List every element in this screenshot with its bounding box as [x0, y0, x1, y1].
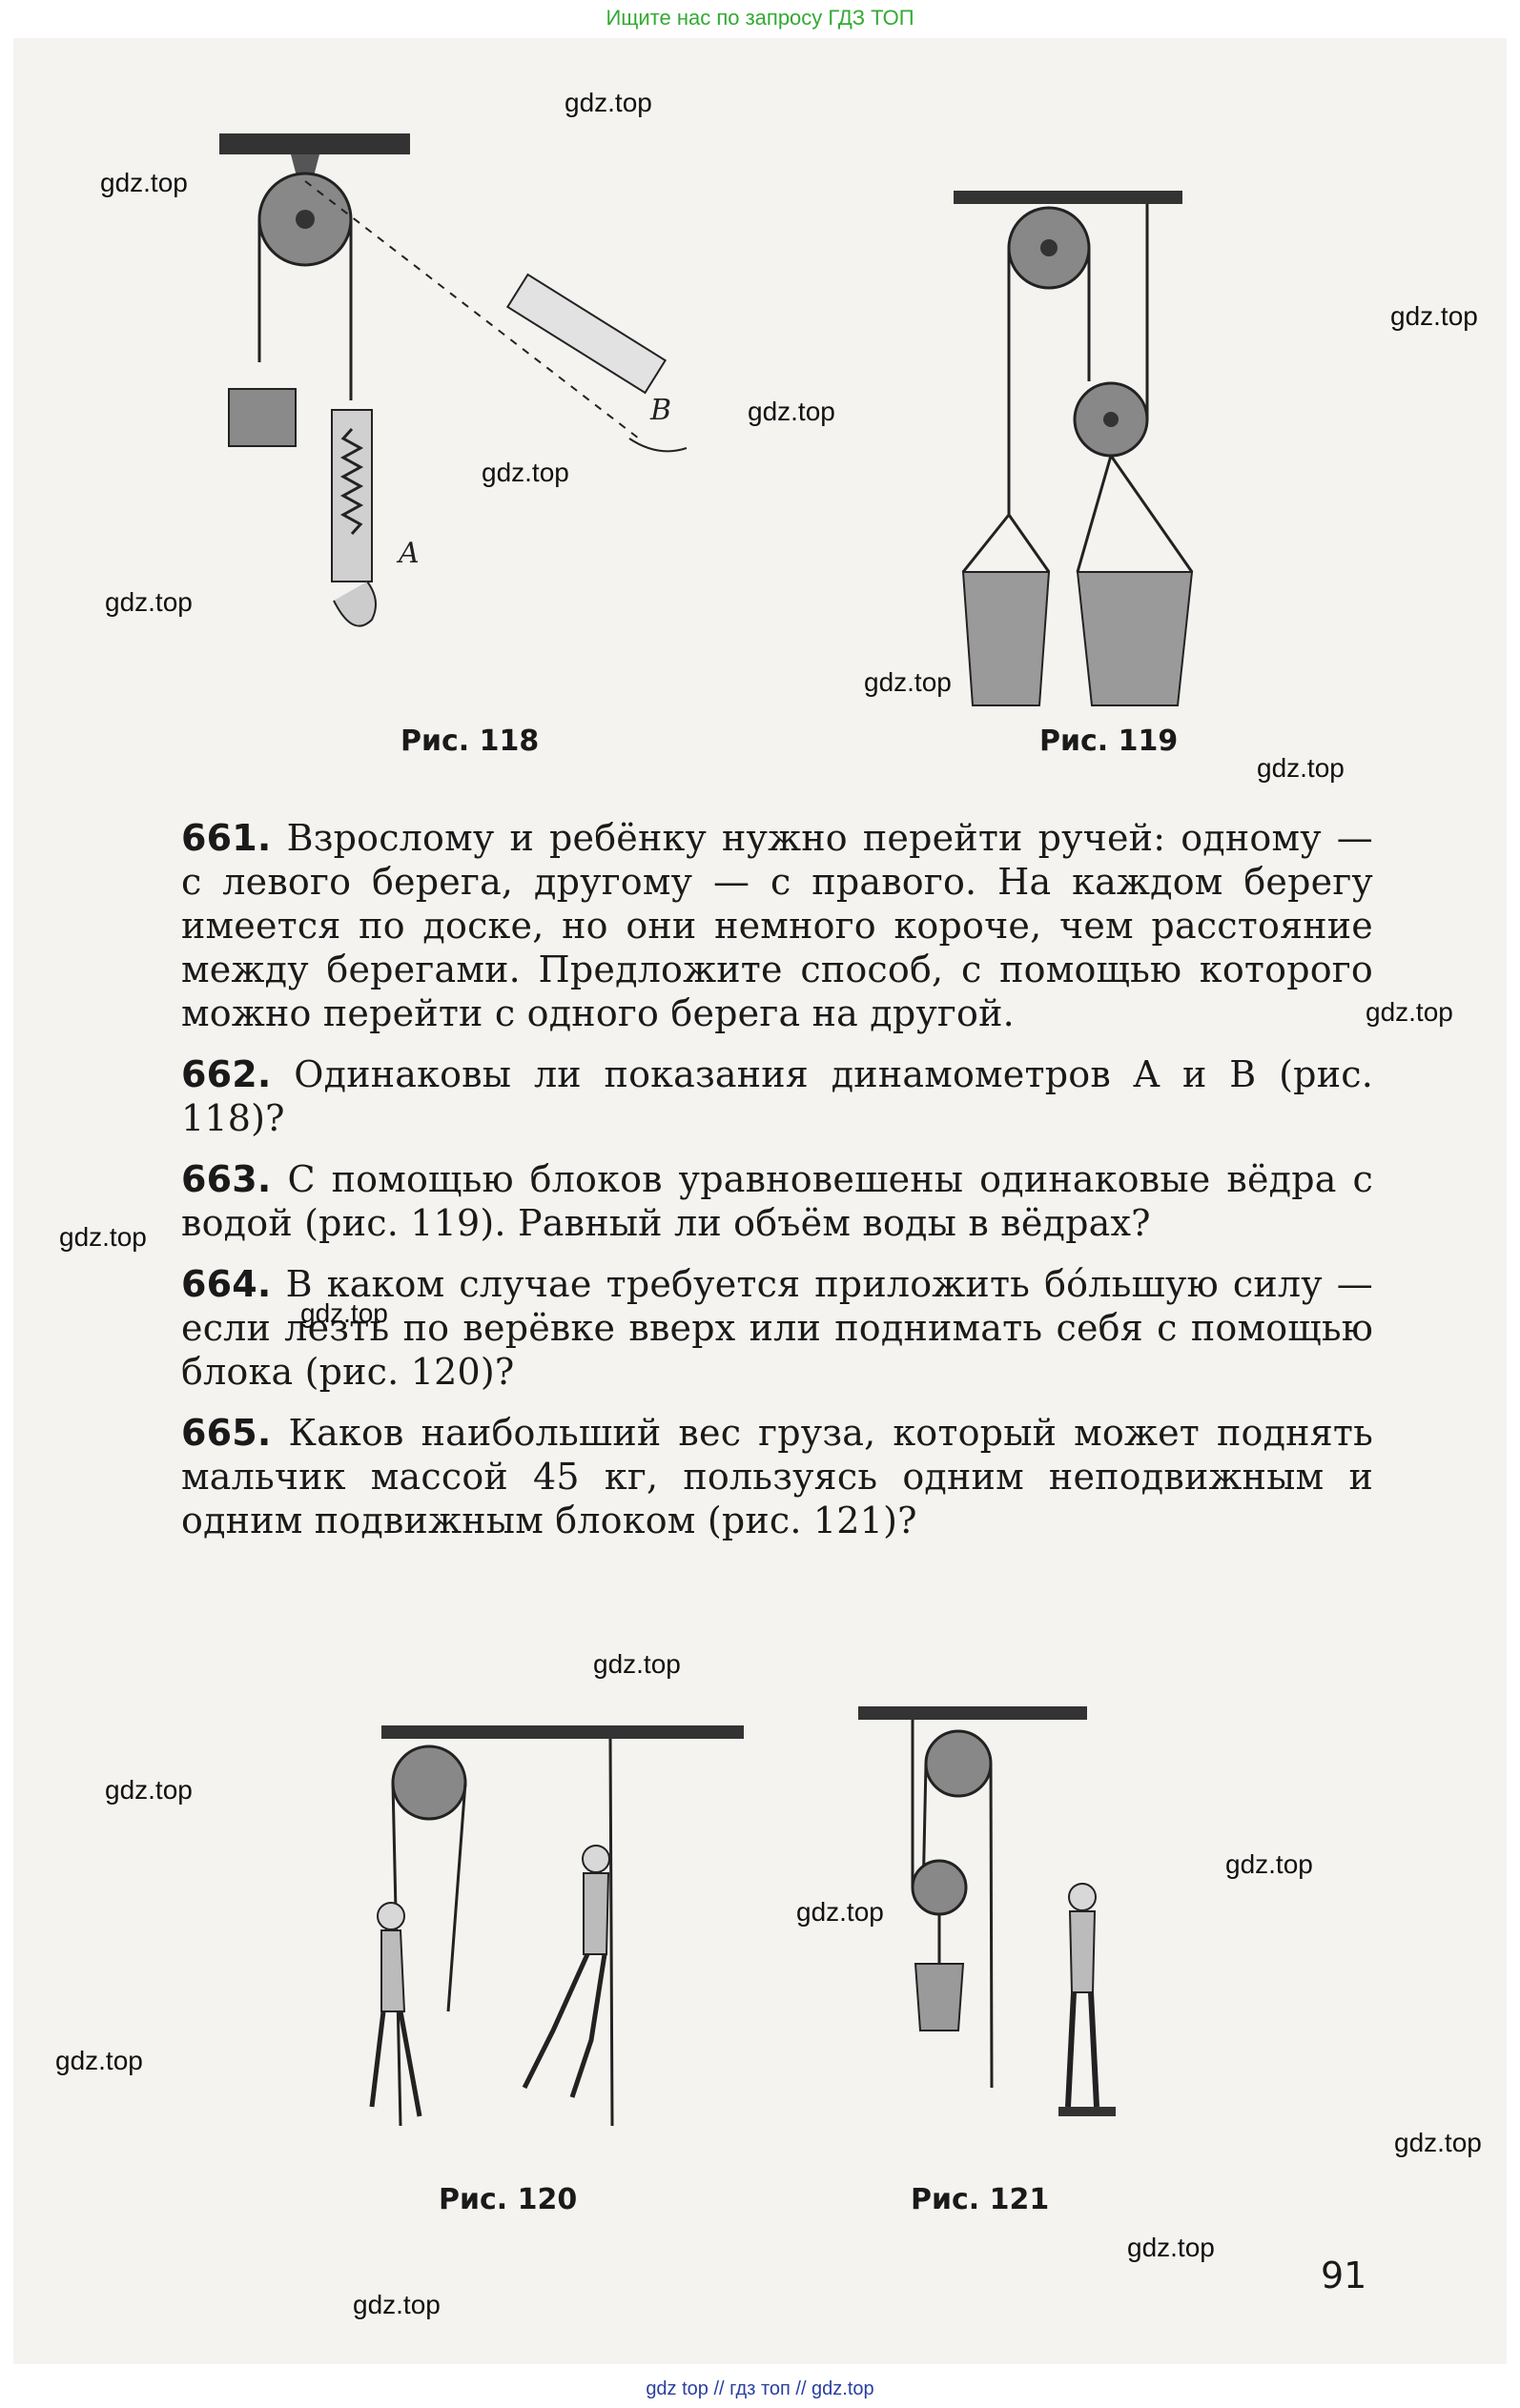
dynamometer-a: [331, 409, 373, 582]
watermark: gdz.top: [55, 2046, 143, 2075]
watermark: gdz.top: [748, 397, 835, 426]
figure-caption: Рис. 121: [911, 2183, 1050, 2216]
person-left-head: [377, 1902, 405, 1930]
watermark: gdz.top: [105, 587, 193, 617]
watermark: gdz.top: [565, 88, 652, 117]
problem-list: 661. Взрослому и ребёнку нужно перейти р…: [181, 816, 1373, 1560]
problem-662: 662. Одинаковы ли показания динамометров…: [181, 1053, 1373, 1139]
watermark: gdz.top: [796, 1897, 884, 1927]
figure-121: [858, 1706, 1116, 2116]
figure-119: [954, 191, 1194, 706]
label-b: B: [649, 394, 671, 427]
figure-118: A B: [219, 133, 688, 627]
watermark: gdz.top: [300, 1298, 388, 1328]
watermark: gdz.top: [1394, 2128, 1482, 2157]
figure-caption: Рис. 119: [1039, 724, 1179, 758]
problem-664: 664. В каком случае требуется приложить …: [181, 1263, 1373, 1393]
page-number: 91: [1321, 2255, 1367, 2296]
dynamometer-b: [505, 273, 668, 395]
person-left-body: [380, 1929, 406, 2012]
bottom-banner: gdz top // гдз топ // gdz.top: [646, 2378, 874, 2399]
watermark: gdz.top: [1366, 997, 1453, 1027]
load-bucket: [914, 1963, 965, 2031]
watermark: gdz.top: [105, 1775, 193, 1805]
ceiling-beam: [219, 133, 410, 154]
figure-caption: Рис. 118: [401, 724, 540, 758]
watermark: gdz.top: [1225, 1849, 1313, 1879]
watermark: gdz.top: [864, 667, 952, 697]
top-banner: Ищите нас по запросу ГДЗ ТОП: [606, 6, 914, 30]
watermark: gdz.top: [593, 1649, 681, 1679]
problem-661: 661. Взрослому и ребёнку нужно перейти р…: [181, 817, 1374, 1034]
weight-block: [228, 388, 297, 447]
problem-663: 663. С помощью блоков уравновешены одина…: [181, 1158, 1373, 1244]
bucket-left: [961, 571, 1051, 706]
boy-head: [1068, 1883, 1097, 1911]
label-a: A: [396, 537, 420, 570]
watermark: gdz.top: [59, 1222, 147, 1252]
watermark: gdz.top: [1127, 2233, 1215, 2262]
person-right-head: [582, 1845, 610, 1873]
person-right-body: [583, 1872, 610, 1955]
figure-120: [369, 1725, 744, 2127]
boy-body: [1068, 1910, 1097, 1993]
watermark: gdz.top: [353, 2290, 441, 2319]
bucket-right: [1076, 571, 1194, 706]
figure-caption: Рис. 120: [439, 2183, 578, 2216]
problem-665: 665. Каков наибольший вес груза, который…: [181, 1412, 1373, 1541]
watermark: gdz.top: [482, 458, 569, 487]
watermark: gdz.top: [1390, 301, 1478, 331]
watermark: gdz.top: [1257, 753, 1345, 783]
watermark: gdz.top: [100, 168, 188, 197]
